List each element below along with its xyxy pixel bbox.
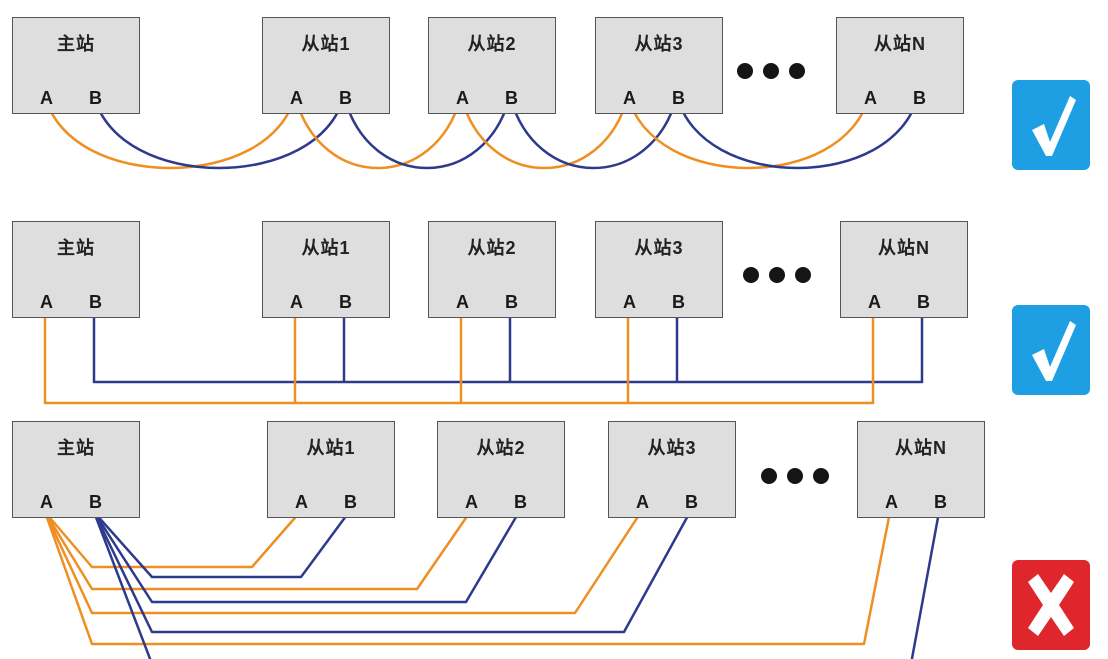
station-name: 从站1 <box>306 438 356 458</box>
terminal-a-label: A <box>623 88 636 108</box>
terminal-a-label: A <box>40 88 53 108</box>
wire-b-0-1 <box>342 95 512 170</box>
slave-station: 从站N A B <box>857 421 985 518</box>
terminal-a-label: A <box>295 492 308 512</box>
star-b-2-3 <box>92 511 941 659</box>
station-name: 主站 <box>57 438 95 458</box>
wire-a-0-2 <box>459 95 630 170</box>
terminal-b-label: B <box>89 292 102 312</box>
ellipsis-dot <box>795 267 811 283</box>
star-b-2-2 <box>92 511 692 634</box>
terminal-b-label: B <box>505 88 518 108</box>
bus-a-1 <box>43 310 875 405</box>
ellipsis-dot <box>763 63 779 79</box>
terminal-a-label: A <box>465 492 478 512</box>
cross-icon <box>1012 560 1090 650</box>
ellipsis-dot <box>737 63 753 79</box>
wire-a-0-3 <box>626 95 871 170</box>
terminal-b-label: B <box>685 492 698 512</box>
terminal-b-label: B <box>672 88 685 108</box>
terminal-b-label: B <box>505 292 518 312</box>
station-name: 从站3 <box>634 238 684 258</box>
wire-b-0-0 <box>92 95 346 170</box>
terminal-b-label: B <box>89 88 102 108</box>
star-a-2-1 <box>43 511 472 591</box>
terminal-a-label: A <box>456 88 469 108</box>
star-a-2-3 <box>43 511 892 646</box>
wire-b-0-2 <box>508 95 679 170</box>
terminal-a-label: A <box>864 88 877 108</box>
wire-b-0-3 <box>675 95 920 170</box>
station-name: 从站1 <box>301 34 351 54</box>
station-name: 从站3 <box>647 438 697 458</box>
ellipsis-dot <box>789 63 805 79</box>
terminal-b-label: B <box>934 492 947 512</box>
terminal-b-label: B <box>339 88 352 108</box>
station-name: 从站2 <box>467 34 517 54</box>
wire-a-0-0 <box>43 95 297 170</box>
terminal-a-label: A <box>40 492 53 512</box>
station-name: 从站1 <box>301 238 351 258</box>
terminal-b-label: B <box>913 88 926 108</box>
terminal-a-label: A <box>868 292 881 312</box>
master-station: 主站 A B <box>12 221 140 318</box>
station-name: 从站2 <box>467 238 517 258</box>
terminal-a-label: A <box>636 492 649 512</box>
terminal-a-label: A <box>885 492 898 512</box>
terminal-b-label: B <box>514 492 527 512</box>
check-icon <box>1012 305 1090 395</box>
terminal-b-label: B <box>344 492 357 512</box>
terminal-b-label: B <box>672 292 685 312</box>
terminal-a-label: A <box>456 292 469 312</box>
terminal-b-label: B <box>339 292 352 312</box>
check-icon <box>1012 80 1090 170</box>
ellipsis-dot <box>761 468 777 484</box>
terminal-b-label: B <box>917 292 930 312</box>
star-b-2-1 <box>92 511 521 604</box>
terminal-a-label: A <box>290 88 303 108</box>
star-b-2-0 <box>93 511 351 579</box>
slave-station: 从站N A B <box>836 17 964 114</box>
ellipsis-dot <box>769 267 785 283</box>
master-station: 主站 A B <box>12 421 140 518</box>
terminal-b-label: B <box>89 492 102 512</box>
station-name: 从站N <box>895 438 947 458</box>
bus-b-1 <box>92 310 924 384</box>
station-name: 从站2 <box>476 438 526 458</box>
station-name: 从站N <box>874 34 926 54</box>
terminal-a-label: A <box>623 292 636 312</box>
station-name: 主站 <box>57 238 95 258</box>
wire-a-0-1 <box>293 95 463 170</box>
station-name: 从站3 <box>634 34 684 54</box>
star-a-2-2 <box>43 511 643 615</box>
terminal-a-label: A <box>40 292 53 312</box>
terminal-a-label: A <box>290 292 303 312</box>
ellipsis-dot <box>787 468 803 484</box>
ellipsis-dot <box>813 468 829 484</box>
station-name: 主站 <box>57 34 95 54</box>
ellipsis-dot <box>743 267 759 283</box>
star-a-2-0 <box>44 511 301 569</box>
station-name: 从站N <box>878 238 930 258</box>
slave-station: 从站N A B <box>840 221 968 318</box>
master-station: 主站 A B <box>12 17 140 114</box>
